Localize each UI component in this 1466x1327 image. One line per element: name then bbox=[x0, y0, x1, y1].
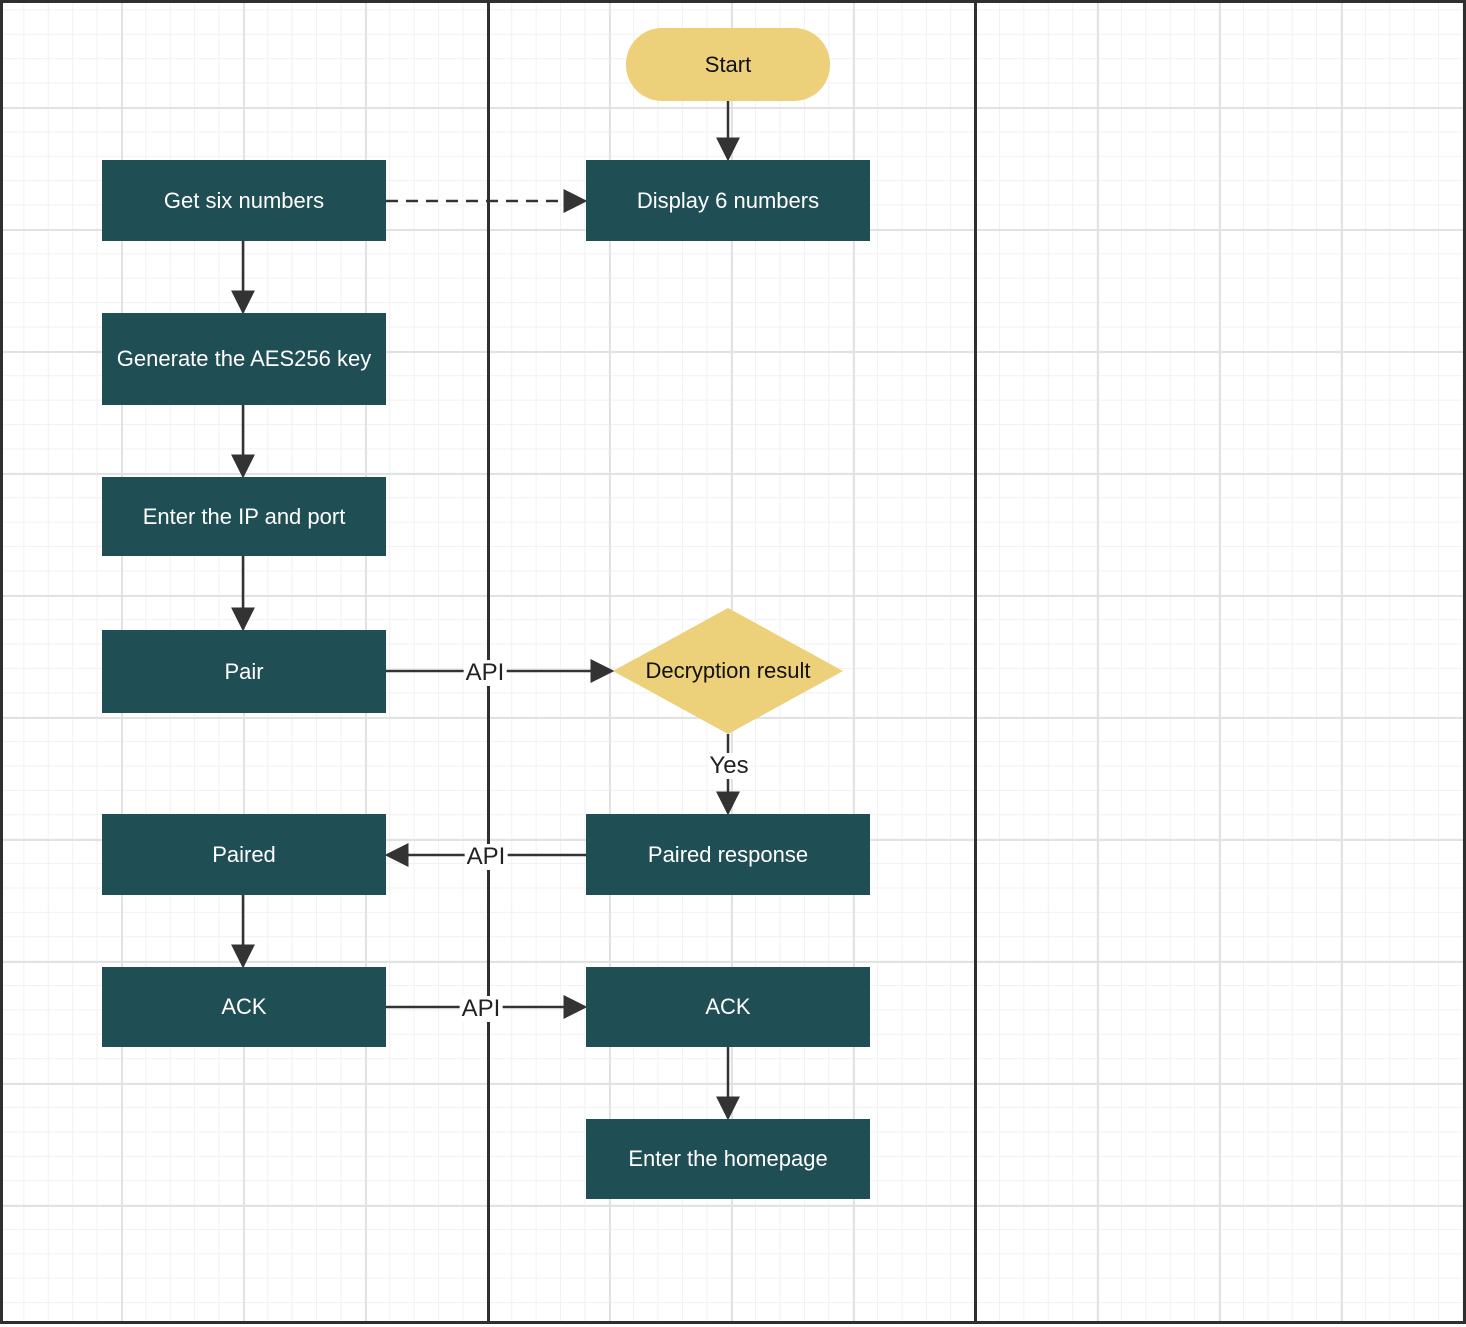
enter-ip-port-label: Enter the IP and port bbox=[142, 503, 346, 529]
edge-label-ack-api: API bbox=[459, 995, 503, 1022]
ack-right-box: ACK bbox=[586, 967, 870, 1047]
edge-label-pair-api: API bbox=[463, 659, 507, 686]
enter-homepage-label: Enter the homepage bbox=[628, 1146, 828, 1171]
ack-left-box: ACK bbox=[102, 967, 386, 1047]
decision-result-label: Decryption result bbox=[645, 658, 811, 683]
decision-diamond bbox=[613, 608, 843, 734]
edge-label-yes: Yes bbox=[707, 752, 751, 779]
paired-label: Paired bbox=[212, 841, 276, 867]
start-label: Start bbox=[704, 51, 752, 77]
display-numbers-box: Display 6 numbers bbox=[586, 160, 870, 241]
display-numbers-label: Display 6 numbers bbox=[636, 187, 820, 213]
ack-right-label: ACK bbox=[705, 994, 751, 1019]
paired-box: Paired bbox=[102, 814, 386, 895]
lane-divider-right bbox=[974, 3, 977, 1321]
get-six-numbers-box: Get six numbers bbox=[102, 160, 386, 241]
pair-box: Pair bbox=[102, 630, 386, 713]
paired-response-box: Paired response bbox=[586, 814, 870, 895]
enter-ip-port-box: Enter the IP and port bbox=[102, 477, 386, 556]
paired-response-label: Paired response bbox=[647, 841, 809, 867]
generate-key-label: Generate the AES256 key bbox=[116, 346, 372, 371]
edge-label-response-api: API bbox=[464, 843, 508, 870]
generate-key-box: Generate the AES256 key bbox=[102, 313, 386, 405]
start-terminator: Start bbox=[626, 28, 830, 101]
enter-homepage-box: Enter the homepage bbox=[586, 1119, 870, 1199]
ack-left-label: ACK bbox=[221, 994, 267, 1019]
pair-label: Pair bbox=[224, 658, 264, 684]
get-six-numbers-label: Get six numbers bbox=[163, 187, 325, 213]
